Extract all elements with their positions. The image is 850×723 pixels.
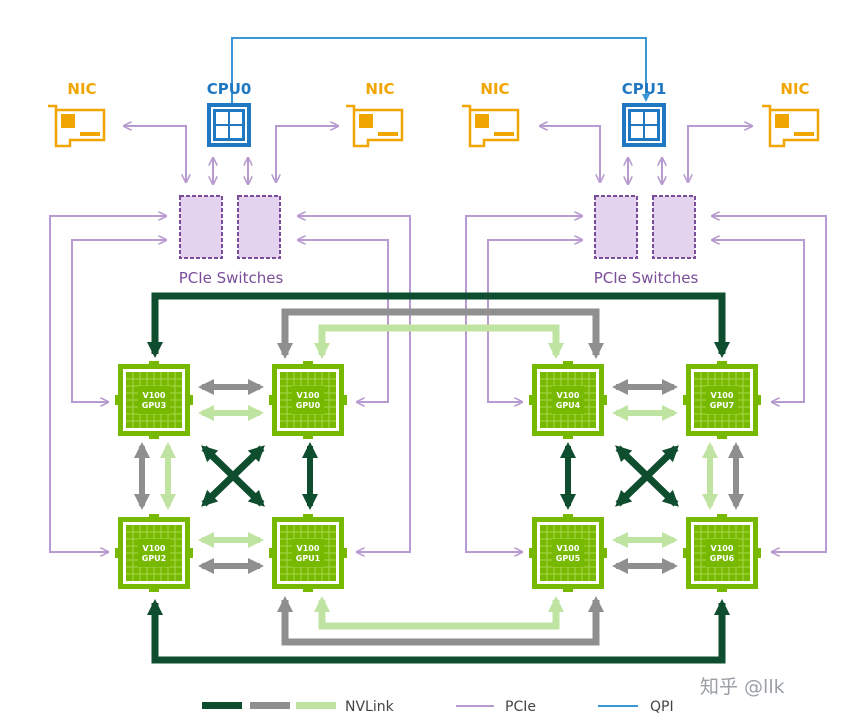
gpu-model-label: V100 bbox=[297, 544, 320, 553]
gpu-model-label: V100 bbox=[143, 544, 166, 553]
pcie-links bbox=[49, 126, 827, 552]
legend-nvlink-label: NVLink bbox=[345, 699, 395, 715]
nic-label: NIC bbox=[480, 80, 509, 98]
pcie-switch-group: PCIe Switches bbox=[179, 195, 284, 287]
nic-card: NIC bbox=[762, 80, 820, 148]
gpu-name-label: GPU0 bbox=[296, 401, 321, 410]
gpu-model-label: V100 bbox=[297, 391, 320, 400]
pcie-switch bbox=[652, 195, 696, 259]
gpu-model-label: V100 bbox=[711, 544, 734, 553]
nic-card: NIC bbox=[462, 80, 520, 148]
pcie-switch-group: PCIe Switches bbox=[594, 195, 699, 287]
legend-swatch-nvlink-gray bbox=[250, 702, 290, 709]
qpi-link bbox=[228, 37, 650, 108]
nic-label: NIC bbox=[365, 80, 394, 98]
gpu-name-label: GPU4 bbox=[556, 401, 581, 410]
gpu-name-label: GPU5 bbox=[556, 554, 581, 563]
gpu-name-label: GPU7 bbox=[710, 401, 735, 410]
nic-card: NIC bbox=[346, 80, 404, 148]
switch-label: PCIe Switches bbox=[179, 269, 284, 287]
legend-swatch-nvlink-dark bbox=[202, 702, 242, 709]
gpu-model-label: V100 bbox=[711, 391, 734, 400]
legend: NVLink PCIe QPI bbox=[202, 699, 674, 715]
cpu-label: CPU0 bbox=[207, 80, 252, 98]
gpu-model-label: V100 bbox=[143, 391, 166, 400]
gpu-model-label: V100 bbox=[557, 391, 580, 400]
gpu-name-label: GPU3 bbox=[142, 401, 167, 410]
gpu-name-label: GPU1 bbox=[296, 554, 321, 563]
nic-label: NIC bbox=[780, 80, 809, 98]
legend-swatch-nvlink-light bbox=[296, 702, 336, 709]
watermark: 知乎 @llk bbox=[700, 676, 785, 698]
pcie-switch bbox=[237, 195, 281, 259]
gpu-name-label: GPU2 bbox=[142, 554, 167, 563]
cpu-label: CPU1 bbox=[622, 80, 667, 98]
nic-card: NIC bbox=[48, 80, 106, 148]
cpu-node: CPU0 bbox=[207, 80, 252, 147]
gpu-model-label: V100 bbox=[557, 544, 580, 553]
nvlink-long-links bbox=[147, 292, 730, 664]
legend-qpi-label: QPI bbox=[650, 699, 674, 715]
nic-label: NIC bbox=[67, 80, 96, 98]
gpu-layer: V100GPU3V100GPU0V100GPU2V100GPU1V100GPU4… bbox=[115, 361, 761, 592]
legend-pcie-label: PCIe bbox=[505, 699, 536, 715]
pcie-switch bbox=[594, 195, 638, 259]
nvlink-short-links bbox=[134, 379, 744, 574]
gpu-name-label: GPU6 bbox=[710, 554, 735, 563]
switch-label: PCIe Switches bbox=[594, 269, 699, 287]
pcie-switch bbox=[179, 195, 223, 259]
cpu-node: CPU1 bbox=[622, 80, 667, 147]
